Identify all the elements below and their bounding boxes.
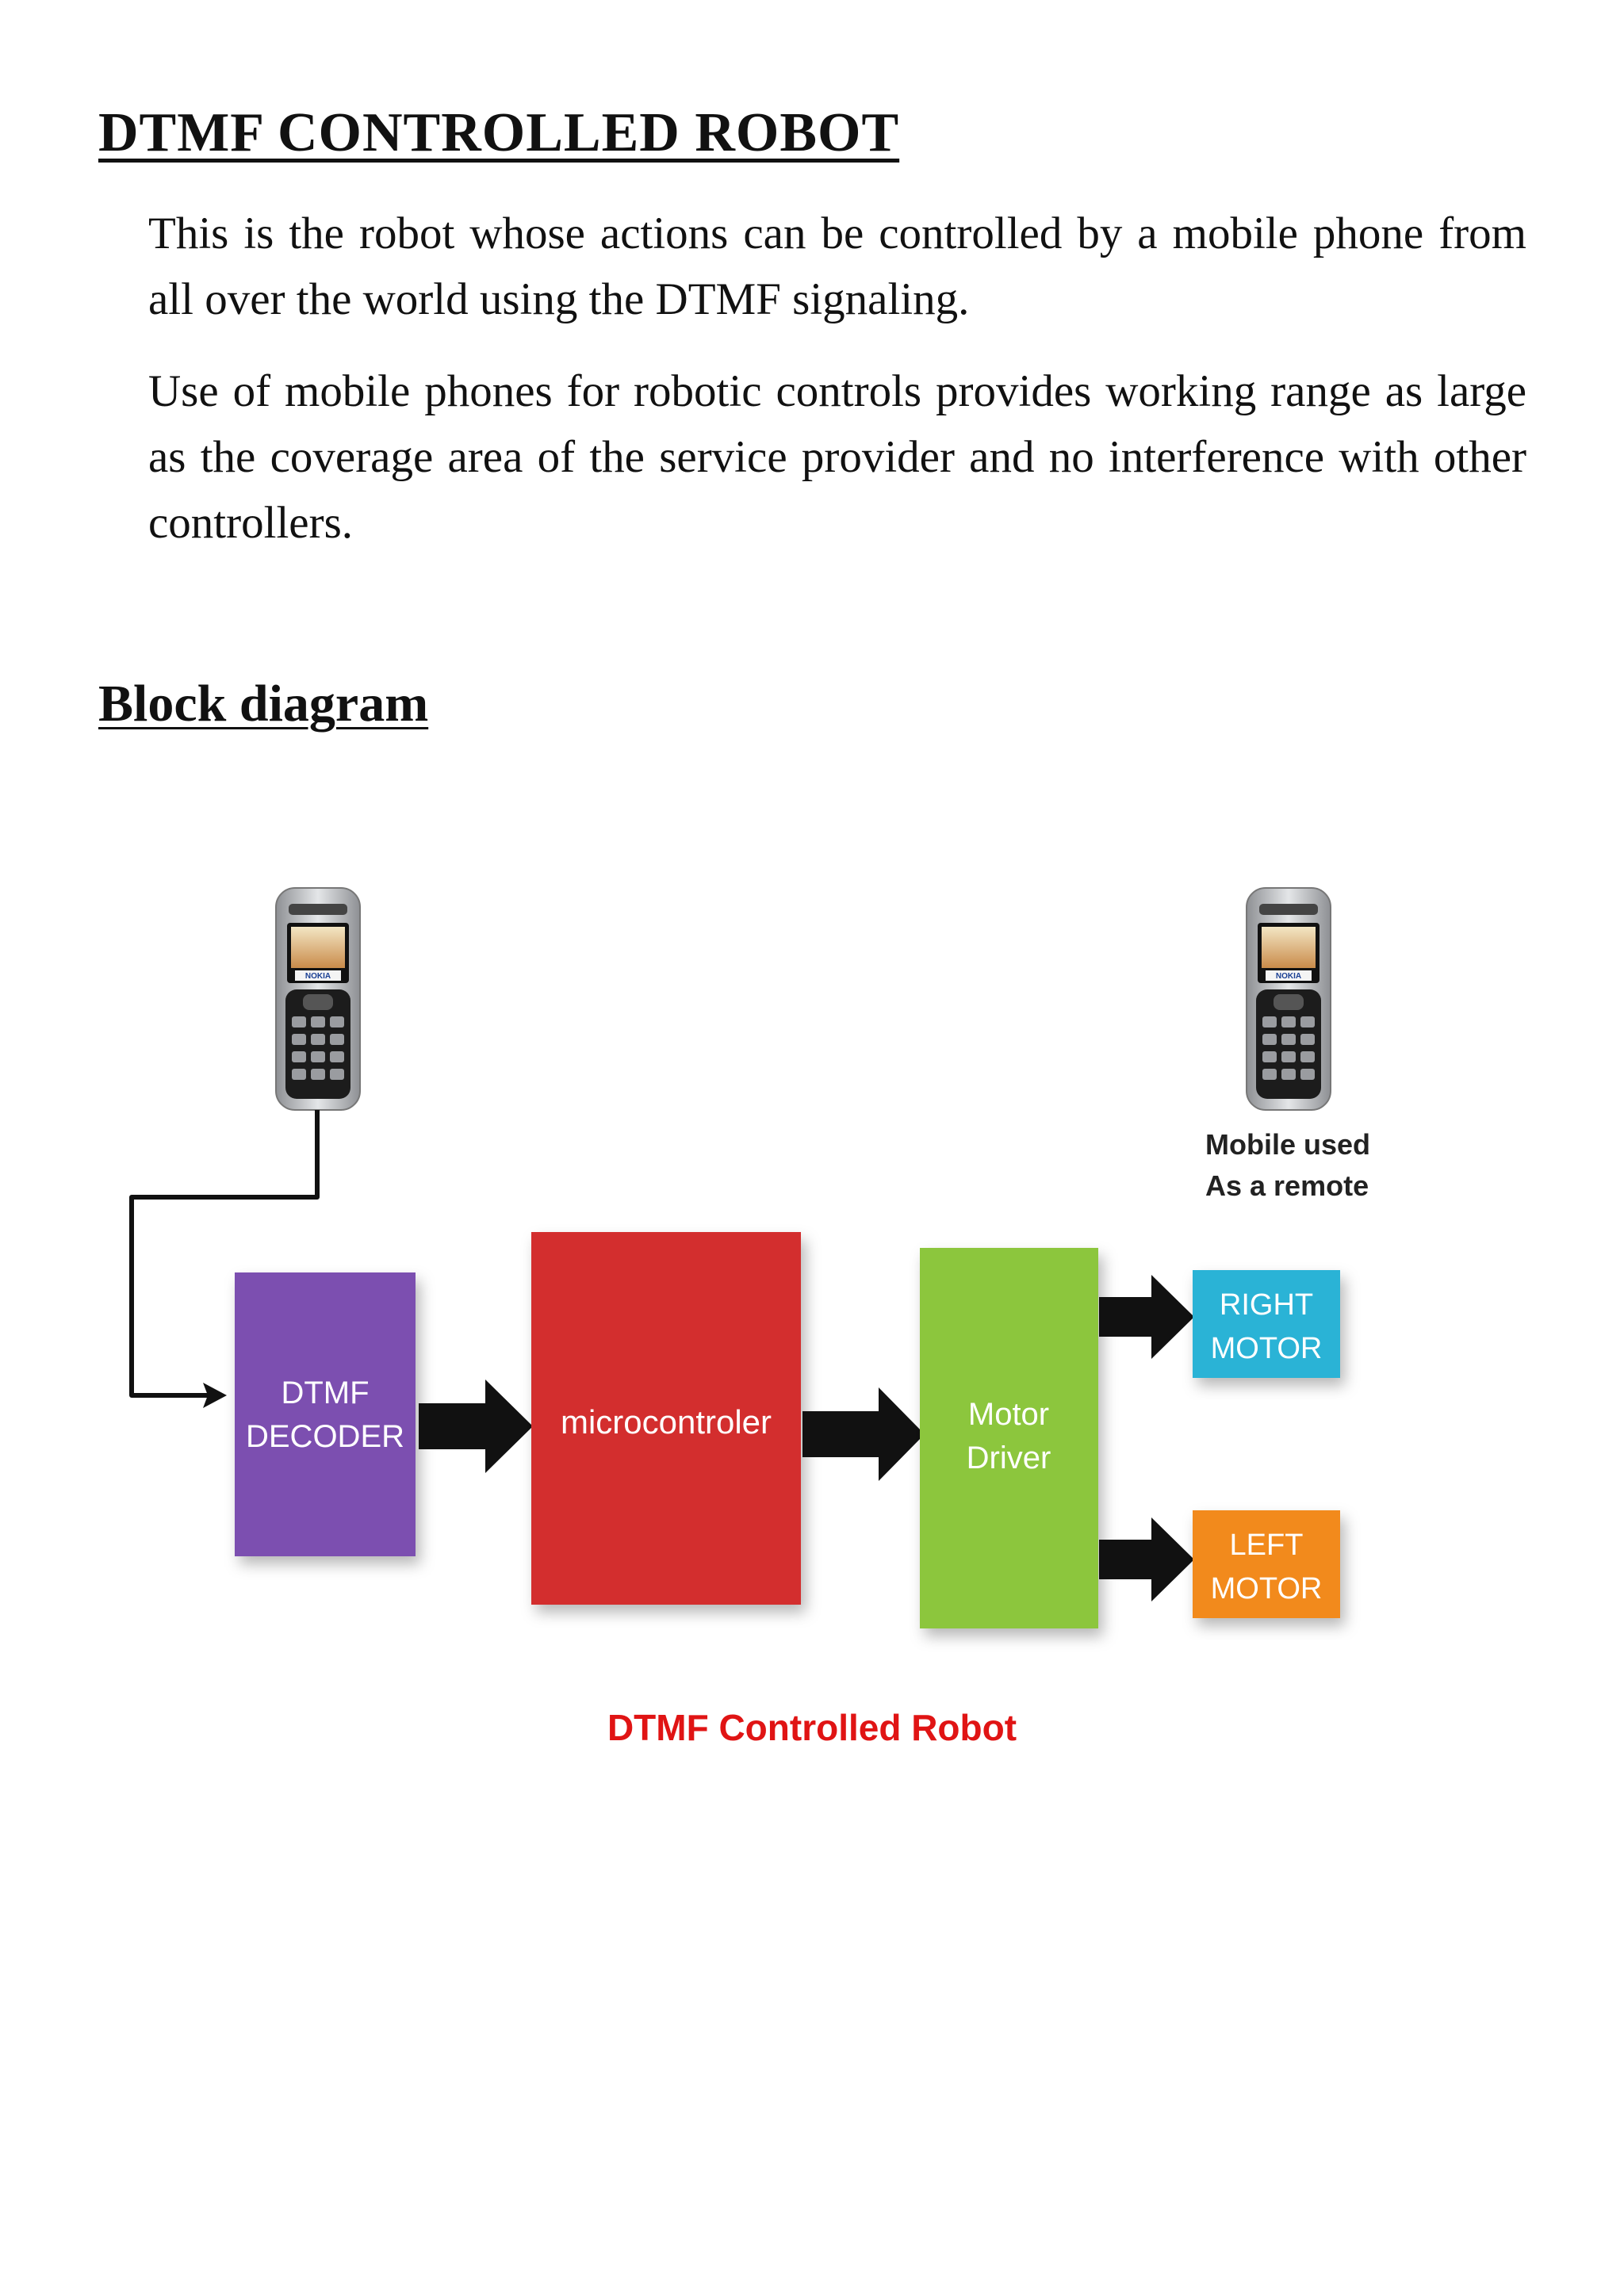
- phone-icon: NOKIA: [275, 887, 361, 1111]
- phone-brand-label: NOKIA: [305, 972, 331, 981]
- right-motor-block: RIGHT MOTOR: [1193, 1270, 1340, 1378]
- microcontroller-block: microcontroler: [531, 1232, 801, 1605]
- block-diagram: NOKIA NOKIA Mobile used As a remote: [129, 887, 1370, 1748]
- decoder-to-micro-arrow: [419, 1380, 533, 1473]
- document-title: DTMF CONTROLLED ROBOT: [98, 102, 900, 163]
- microcontroller-label: microcontroler: [561, 1403, 772, 1441]
- right-motor-label-line2: MOTOR: [1211, 1332, 1323, 1365]
- driver-to-left-motor-arrow: [1099, 1517, 1194, 1601]
- range-paragraph: Use of mobile phones for robotic control…: [148, 366, 1526, 548]
- phone-brand-label: NOKIA: [1276, 972, 1301, 981]
- decoder-label-line2: DECODER: [246, 1419, 404, 1454]
- remote-phone-icon: NOKIA: [1246, 887, 1331, 1111]
- right-motor-label-line1: RIGHT: [1220, 1288, 1313, 1322]
- driver-label-line2: Driver: [967, 1441, 1051, 1475]
- remote-caption-line1: Mobile used: [1205, 1128, 1370, 1161]
- left-motor-label-line2: MOTOR: [1211, 1572, 1323, 1605]
- left-motor-label-line1: LEFT: [1230, 1529, 1304, 1562]
- phone-to-decoder-arrowhead: [203, 1383, 227, 1408]
- diagram-caption: DTMF Controlled Robot: [607, 1707, 1017, 1748]
- driver-label-line1: Motor: [968, 1397, 1049, 1432]
- section-heading: Block diagram: [98, 675, 429, 733]
- intro-paragraph: This is the robot whose actions can be c…: [148, 209, 1526, 324]
- micro-to-driver-arrow: [802, 1387, 925, 1481]
- motor-driver-block: Motor Driver: [920, 1248, 1098, 1628]
- driver-to-right-motor-arrow: [1099, 1275, 1194, 1359]
- remote-caption-line2: As a remote: [1205, 1169, 1369, 1202]
- dtmf-decoder-block: DTMF DECODER: [235, 1272, 416, 1556]
- left-motor-block: LEFT MOTOR: [1193, 1510, 1340, 1618]
- decoder-label-line1: DTMF: [281, 1376, 369, 1410]
- phone-to-decoder-line: [129, 1110, 320, 1398]
